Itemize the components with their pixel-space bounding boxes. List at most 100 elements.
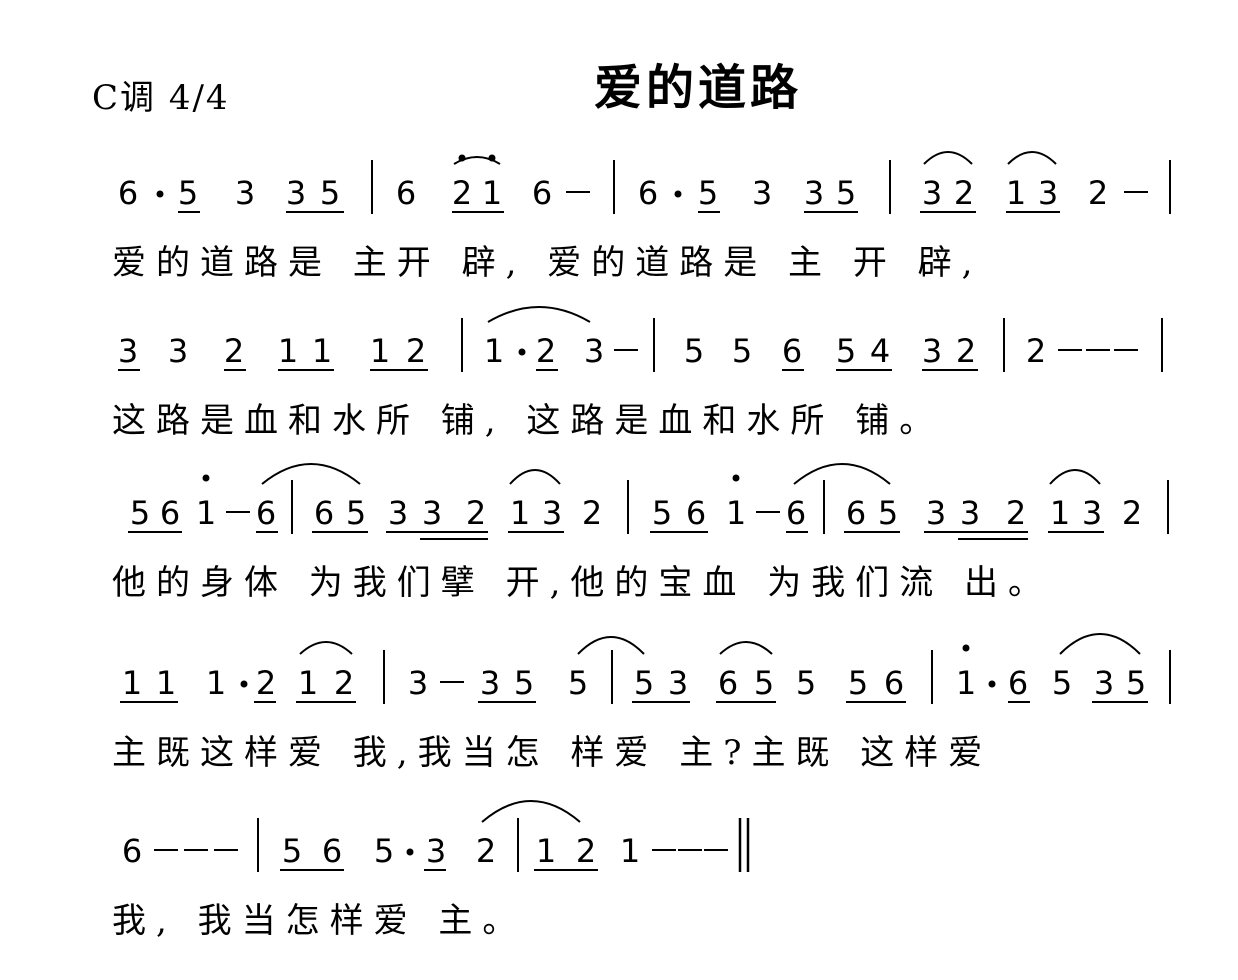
lyric-line: 我, 我当怎样爱 主。 (112, 901, 526, 941)
key-signature: C调 4/4 (92, 78, 230, 118)
slur-arc (1049, 469, 1101, 485)
note-digit: 6 (638, 174, 658, 212)
note-digit: 6 (532, 174, 552, 212)
note-digit: 3 (426, 832, 446, 870)
slur-arc (1007, 151, 1057, 165)
note-digit: 3 (422, 494, 442, 532)
note-digit: 3 (388, 494, 408, 532)
slur-arc (1059, 633, 1141, 655)
lyric-line: 他的身体 为我们擘 开,他的宝血 为我们流 出。 (112, 563, 1052, 603)
note-digit: 2 (576, 832, 596, 870)
note-digit: 1 (484, 332, 504, 370)
note-digit: 1 (122, 664, 142, 702)
note-digit: 5 (178, 174, 198, 212)
slur-arc (299, 641, 353, 655)
note-digit: 6 (786, 494, 806, 532)
note-digit: 1 (196, 494, 216, 532)
slur-arc (453, 156, 501, 165)
note-digit: 3 (584, 332, 604, 370)
note-digit: 3 (922, 332, 942, 370)
slur-arc (261, 463, 361, 485)
note-digit: 1 (1006, 174, 1026, 212)
note-digit: 1 (156, 664, 176, 702)
note-digit: 1 (206, 664, 226, 702)
note-digit: 3 (118, 332, 138, 370)
note-digit: 6 (1008, 664, 1028, 702)
augmentation-dot (518, 348, 526, 356)
note-digit: 3 (235, 174, 255, 212)
note-digit: 3 (542, 494, 562, 532)
note-digit: 2 (582, 494, 602, 532)
note-digit: 6 (846, 494, 866, 532)
note-digit: 5 (796, 664, 816, 702)
note-digit: 2 (1006, 494, 1026, 532)
note-digit: 6 (256, 494, 276, 532)
note-digit: 5 (684, 332, 704, 370)
note-digit: 6 (686, 494, 706, 532)
note-digit: 3 (922, 174, 942, 212)
note-digit: 1 (482, 174, 502, 212)
note-digit: 3 (286, 174, 306, 212)
note-digit: 5 (732, 332, 752, 370)
note-digit: 5 (320, 174, 340, 212)
note-digit: 5 (878, 494, 898, 532)
note-digit: 6 (396, 174, 416, 212)
note-digit: 2 (452, 174, 472, 212)
note-digit: 6 (122, 832, 142, 870)
note-digit: 1 (510, 494, 530, 532)
note-digit: 6 (160, 494, 180, 532)
note-digit: 2 (256, 664, 276, 702)
note-digit: 6 (314, 494, 334, 532)
lyric-line: 爱的道路是 主开 辟, 爱的道路是 主 开 辟, (112, 243, 982, 283)
augmentation-dot (988, 680, 996, 688)
note-digit: 1 (726, 494, 746, 532)
note-digit: 2 (956, 332, 976, 370)
slur-arc (923, 151, 973, 165)
augmentation-dot (156, 190, 164, 198)
note-digit: 2 (1088, 174, 1108, 212)
note-digit: 3 (804, 174, 824, 212)
note-digit: 6 (718, 664, 738, 702)
note-digit: 3 (1094, 664, 1114, 702)
note-digit: 3 (408, 664, 428, 702)
note-digit: 2 (224, 332, 244, 370)
note-digit: 3 (1082, 494, 1102, 532)
note-digit: 2 (1122, 494, 1142, 532)
note-digit: 3 (1038, 174, 1058, 212)
slur-arc (577, 636, 645, 655)
note-digit: 3 (168, 332, 188, 370)
note-digit: 1 (536, 832, 556, 870)
note-digit: 5 (374, 832, 394, 870)
note-digit: 6 (884, 664, 904, 702)
augmentation-dot (240, 680, 248, 688)
note-digit: 5 (1052, 664, 1072, 702)
note-digit: 2 (954, 174, 974, 212)
note-digit: 3 (752, 174, 772, 212)
note-digit: 2 (334, 664, 354, 702)
note-digit: 5 (282, 832, 302, 870)
augmentation-dot (674, 190, 682, 198)
note-digit: 3 (926, 494, 946, 532)
note-digit: 5 (1126, 664, 1146, 702)
song-title: 爱的道路 (594, 60, 803, 116)
note-digit: 1 (370, 332, 390, 370)
note-digit: 5 (346, 494, 366, 532)
lyric-line: 这路是血和水所 铺, 这路是血和水所 铺。 (112, 401, 943, 441)
high-octave-dot (962, 644, 970, 652)
lyric-line: 主既这样爱 我,我当怎 样爱 主?主既 这样爱 (112, 733, 992, 773)
note-digit: 2 (1026, 332, 1046, 370)
note-digit: 1 (620, 832, 640, 870)
note-digit: 3 (668, 664, 688, 702)
note-digit: 1 (312, 332, 332, 370)
note-digit: 3 (960, 494, 980, 532)
note-digit: 6 (782, 332, 802, 370)
slur-arc (481, 800, 581, 823)
note-digit: 6 (118, 174, 138, 212)
augmentation-dot (406, 848, 414, 856)
note-digit: 5 (568, 664, 588, 702)
note-digit: 5 (514, 664, 534, 702)
note-digit: 2 (466, 494, 486, 532)
note-digit: 1 (1050, 494, 1070, 532)
